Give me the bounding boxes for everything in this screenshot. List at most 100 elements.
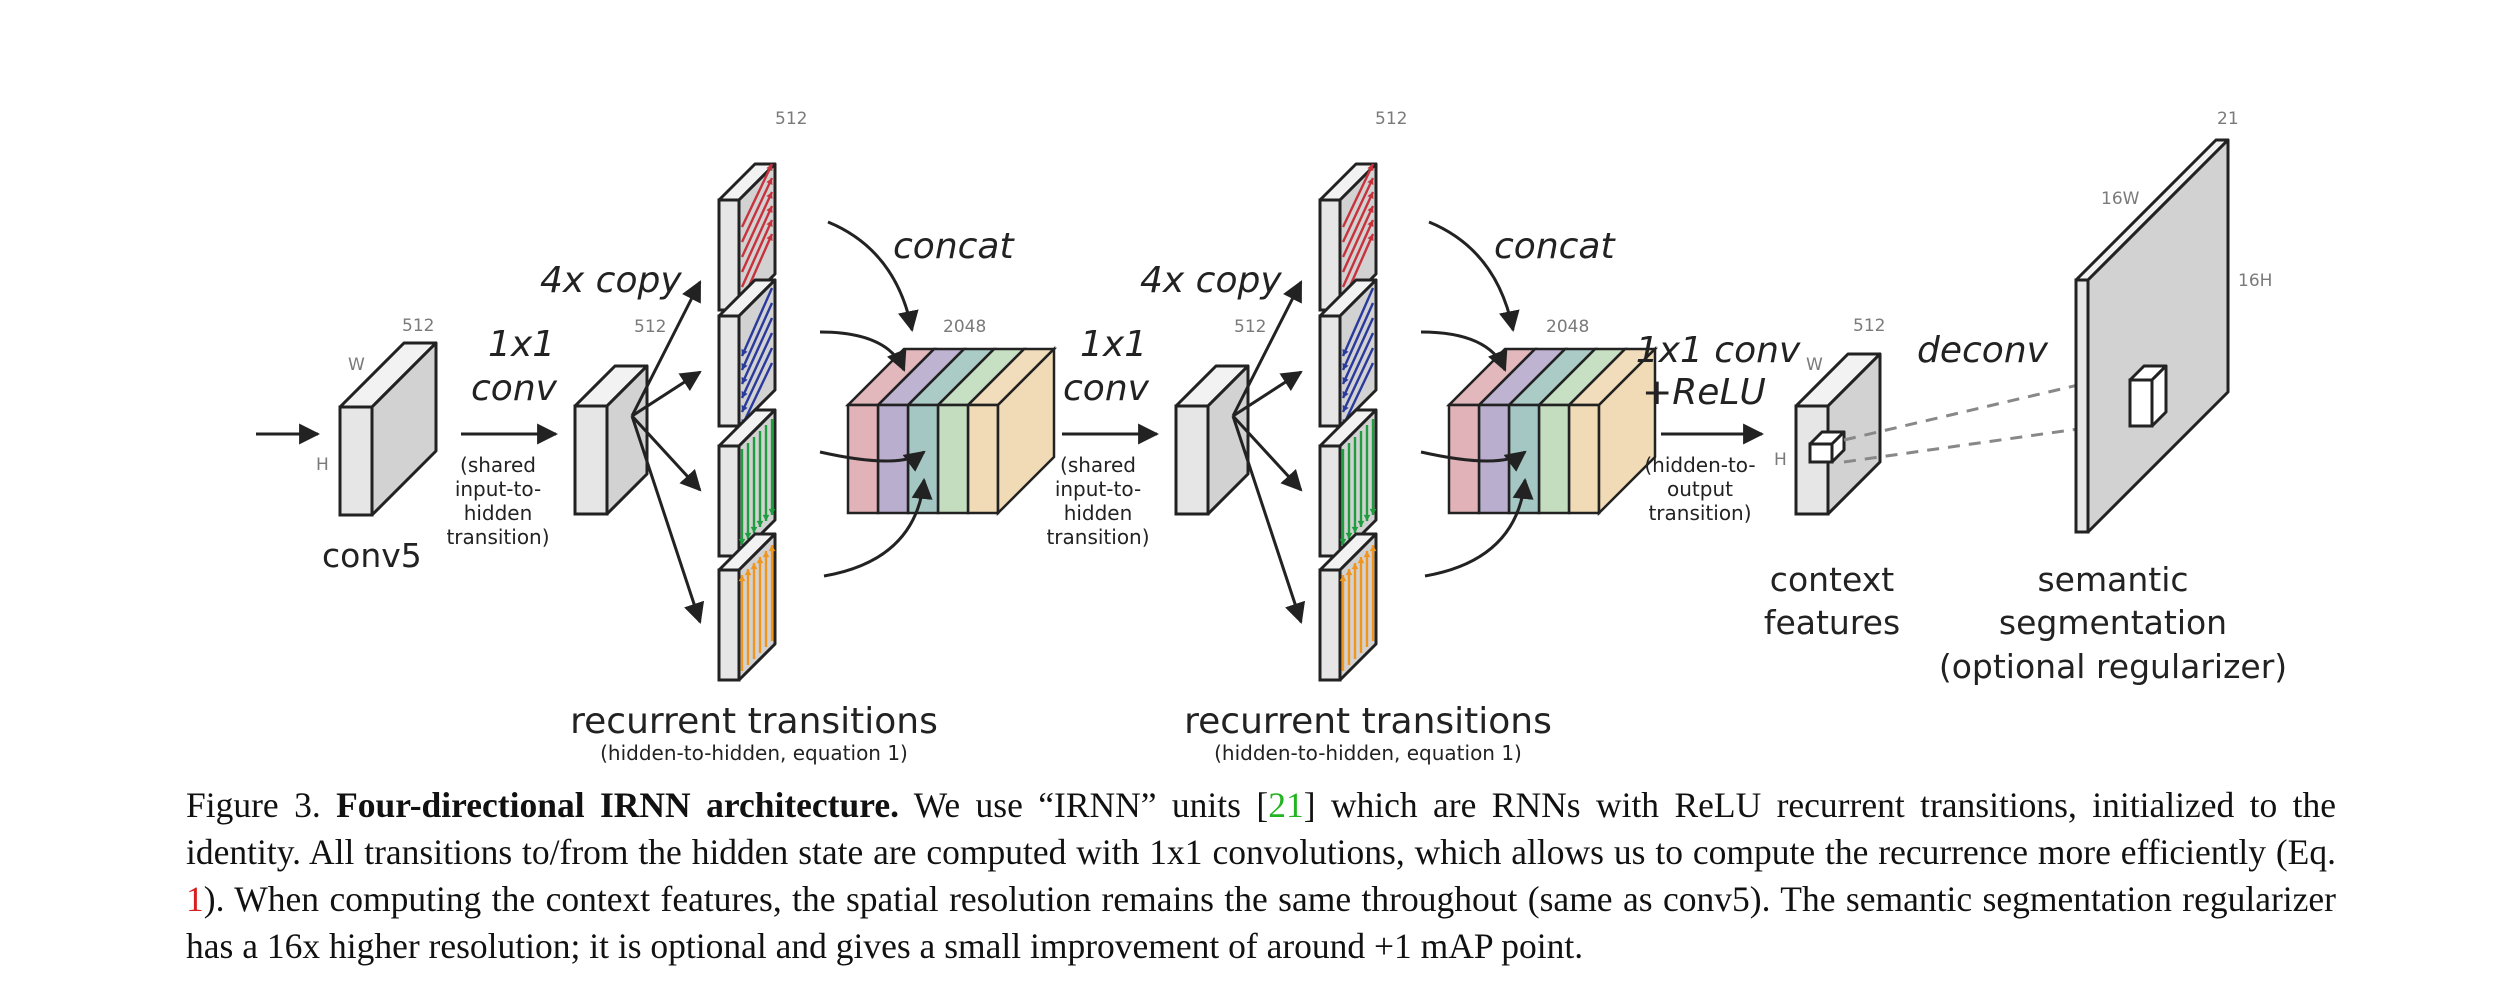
stage2-copy-arrow-1 [1231, 280, 1303, 417]
stage2-conv-note-1: (shared [1060, 453, 1136, 477]
stage2-copy-arrow-4 [1231, 415, 1306, 624]
stage1-rnn-red-arrow [740, 219, 774, 288]
stage1-concat-arrow-1 [827, 220, 919, 333]
stage1-recurrent-label: recurrent transitions [570, 701, 938, 742]
stage2-rnn-red-arrowhead [1367, 192, 1374, 199]
caption-citation-link[interactable]: 21 [1268, 785, 1304, 825]
output-conv-note-3: transition) [1648, 501, 1751, 525]
stage1-rnn-red-arrowhead [766, 206, 773, 213]
context-dim-c: 512 [1853, 316, 1885, 336]
stage1-copy-label: 4x copy [540, 260, 682, 301]
stage2-rnn-blue-arrow [1341, 332, 1375, 399]
conv5-dim-h: H [316, 455, 329, 475]
segmentation-block-front [2074, 278, 2090, 534]
stage2-rnn-red-arrow [1341, 177, 1375, 243]
stage2-conv-note-3: hidden [1064, 501, 1133, 525]
stage1-rnn-red-arrowhead [766, 192, 773, 199]
stage1-rnn-blue-arrowhead [741, 377, 748, 384]
conv5-block-front [338, 405, 374, 517]
stage1-rnn-green-arrowhead [750, 526, 758, 533]
stage2-concat-block-slab-front [1537, 403, 1571, 515]
stage2-rnn-blue-arrow [1341, 317, 1375, 385]
stage1-rnn-green-arrowhead [744, 532, 752, 539]
stage1-concat-arrow-2 [819, 330, 907, 372]
stage1-rnn-blue-front [717, 314, 741, 428]
seg-dim-c: 21 [2217, 109, 2239, 129]
stage1-rnn-red-arrow [740, 205, 774, 273]
stage1-copy-arrow-2 [631, 370, 702, 418]
stage2-rnn-blue-arrow [1341, 287, 1375, 357]
stage2-concat-arrow-2 [1420, 330, 1508, 372]
stage2-rnn-orange-front [1318, 568, 1342, 682]
stage1-copy-arrow-1 [630, 280, 702, 417]
stage2-rnn-green-arrowhead [1339, 538, 1347, 545]
stage1-rnn-green-front [717, 444, 741, 558]
stage1-rnn-red-arrowhead [766, 220, 773, 227]
stage2-recurrent-note: (hidden-to-hidden, equation 1) [1214, 741, 1522, 765]
stage2-recurrent-label: recurrent transitions [1184, 701, 1552, 742]
caption-prefix: Figure 3. [186, 785, 321, 825]
stage2-concat-label: concat [1494, 226, 1616, 267]
stage1-rnn-blue [717, 278, 777, 428]
caption-equation-link[interactable]: 1 [186, 879, 204, 919]
stage1-rnn-blue-arrow [740, 332, 774, 399]
figure-caption: Figure 3. Four-directional IRNN architec… [186, 782, 2336, 970]
stage2-rnn-blue [1318, 278, 1378, 428]
context-dim-w: W [1806, 355, 1823, 375]
caption-title: Four-directional IRNN architecture. [336, 785, 899, 825]
segmentation-block [2074, 138, 2230, 534]
stage2-rnn-red-front [1318, 198, 1342, 312]
stage2-rnn-orange [1318, 532, 1378, 682]
stage2-rnn-blue-front [1318, 314, 1342, 428]
stage1-rnn-green-arrowhead [738, 538, 746, 545]
stage2-rnn-orange-arrowhead [1363, 551, 1371, 558]
stage2-rnn-green-arrowhead [1345, 532, 1353, 539]
segmentation-patch [2128, 364, 2168, 428]
stage2-conv-note-2: input-to- [1055, 477, 1141, 501]
context-dim-h: H [1774, 450, 1787, 470]
conv5-dim-w: W [348, 355, 365, 375]
stage2-copy-label: 4x copy [1140, 260, 1282, 301]
stage1-rnn-red-arrow [740, 163, 774, 228]
stage2-rnn-orange-arrowhead [1357, 557, 1365, 564]
segmentation-patch-front [2128, 378, 2154, 428]
stage2-rnn-green-front [1318, 444, 1342, 558]
stage1-concat-label: concat [893, 226, 1015, 267]
stage2-rnn-green-arrowhead [1357, 520, 1365, 527]
stage1-conv-note-4: transition) [446, 525, 549, 549]
stage1-concat-block-slab-front [966, 403, 1000, 515]
conv5-block [338, 341, 438, 517]
stage1-copy-dim: 512 [634, 317, 666, 337]
conv5-dim-c: 512 [402, 316, 434, 336]
stage2-concat-arrow-3 [1420, 450, 1527, 472]
stage1-conv-label-2: conv [471, 368, 558, 409]
stage1-rnn-red-arrowhead [766, 164, 773, 171]
context-label-2: features [1764, 603, 1900, 642]
seg-label-1: semantic [2037, 560, 2188, 599]
stage1-rnn-blue-arrow [740, 362, 774, 427]
stage2-rnn-red-arrow [1341, 163, 1375, 228]
output-conv-label-1: 1x1 conv [1636, 330, 1801, 371]
stage1-rnn-orange-arrowhead [768, 545, 776, 552]
stage1-rnn-green [717, 408, 777, 558]
stage2-concat-block-side [1597, 345, 1657, 517]
stage1-concat-block [844, 345, 1058, 517]
stage2-concat-arrow-4 [1424, 477, 1534, 578]
stage2-rnn-red-arrow [1341, 191, 1375, 258]
stage1-copy-arrow-4 [630, 415, 705, 624]
output-conv-note-1: (hidden-to- [1644, 453, 1755, 477]
stage2-rnn-red [1318, 162, 1378, 312]
stage1-rnn-red-arrow [740, 191, 774, 258]
stage2-rnn-orange-arrowhead [1339, 575, 1347, 582]
stage2-rnn-red-arrowhead [1367, 234, 1374, 241]
stage2-concat-dim: 2048 [1546, 317, 1589, 337]
stage2-rnn-blue-arrowhead [1342, 377, 1349, 384]
context-label-1: context [1770, 560, 1894, 599]
stage2-rnn-blue-arrow [1341, 362, 1375, 427]
stage1-copy-block-front [573, 404, 609, 516]
stage1-copy-arrow-3 [630, 414, 702, 492]
stage2-rnn-red-arrowhead [1367, 164, 1374, 171]
stage1-rnn-green-arrowhead [768, 508, 776, 515]
stage2-concat-block [1445, 345, 1659, 517]
stage2-conv-note-4: transition) [1046, 525, 1149, 549]
